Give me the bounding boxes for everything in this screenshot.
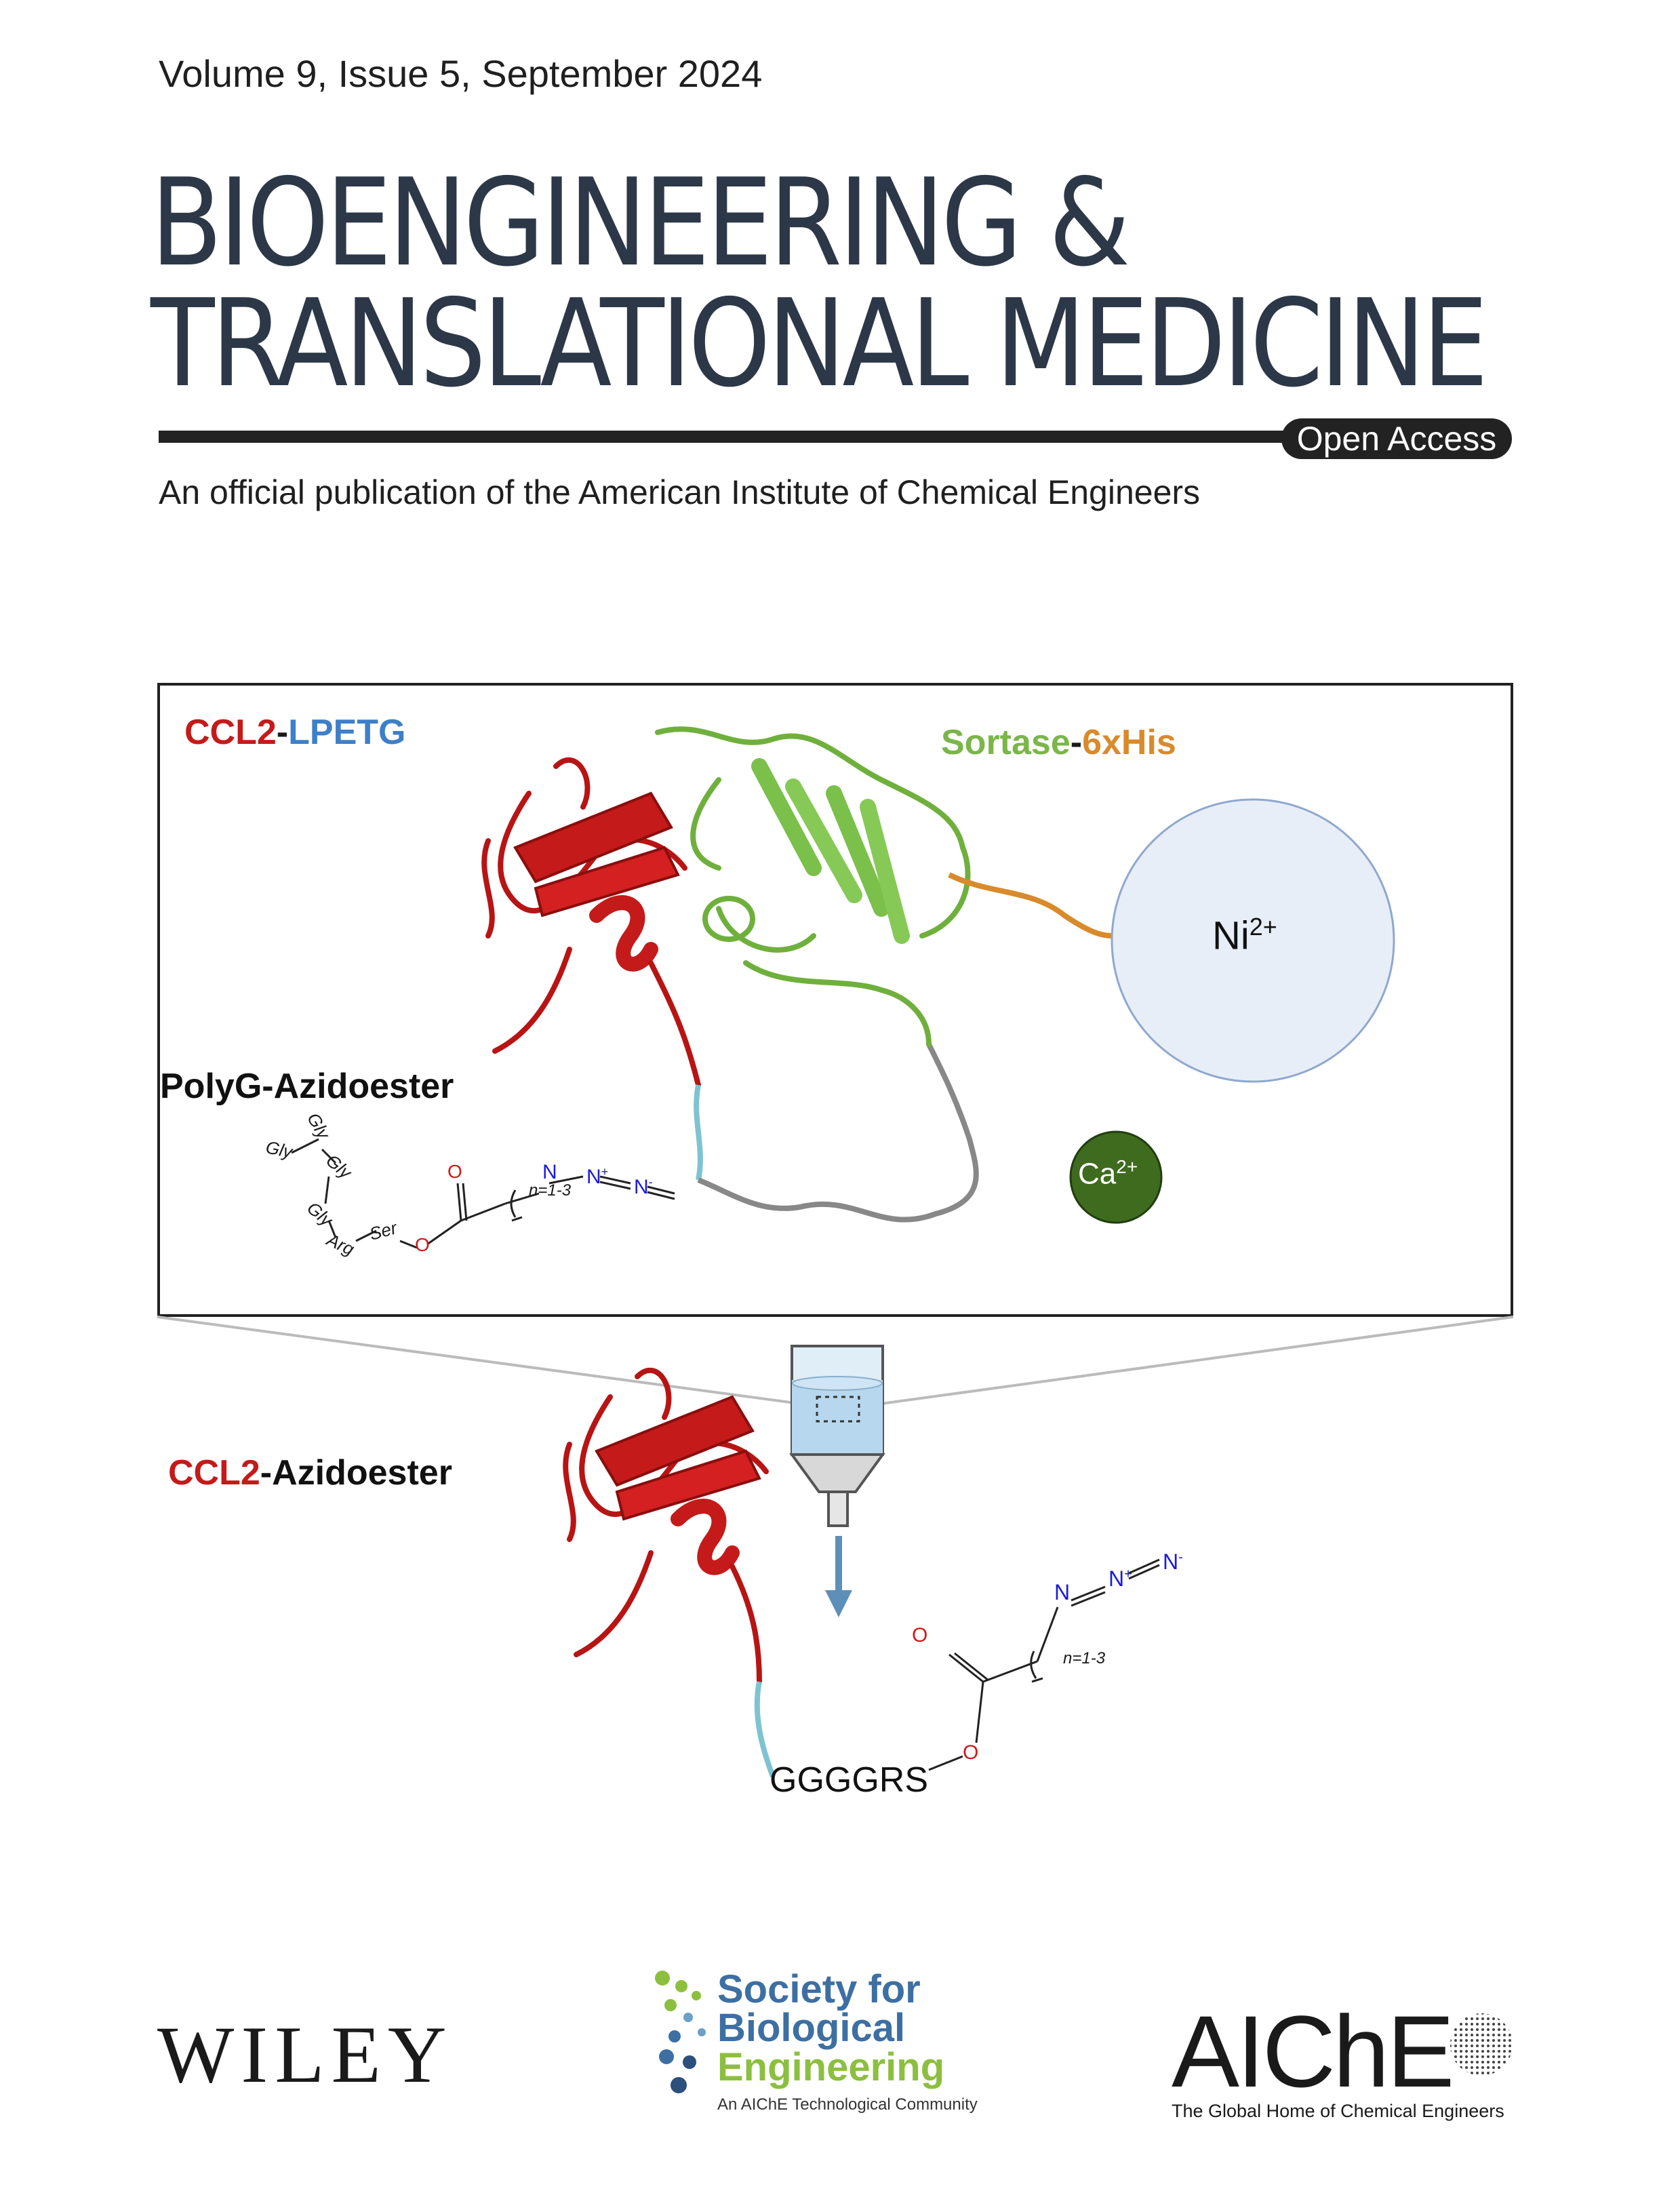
lpetg-text: LPETG [288,713,406,752]
ccl2-protein-bottom [563,1367,769,1684]
syringe-column [789,1345,885,1527]
title-rule [159,431,1284,443]
azidoester-product-text: -Azidoester [260,1453,452,1493]
aiche-tagline: The Global Home of Chemical Engineers [1172,2101,1504,2121]
bottom-azide-n2-charge: + [1124,1566,1132,1582]
n-range-bottom: n=1-3 [1063,1649,1106,1667]
aiche-globe-icon [1450,2013,1513,2076]
ggggrs-label: GGGGRS [770,1760,929,1800]
bottom-azide-n2: N+ [1108,1566,1132,1592]
azide-n3-charge: - [648,1175,653,1189]
ccl2-text: CCL2 [184,713,277,752]
sbe-line2: Biological [717,2006,906,2050]
sortase-text: Sortase [941,723,1071,762]
azide-n2: N+ [586,1165,608,1189]
wiley-logo: WILEY [157,2009,454,2099]
ca-base: Ca [1078,1157,1117,1191]
carbonyl-o: O [447,1161,462,1182]
polyg-label: PolyG-Azidoester [160,1067,454,1106]
bottom-ester-o: O [963,1741,979,1764]
aiche-logo: AIChE [1172,1994,1455,2108]
journal-title-line2: TRANSLATIONAL MEDICINE [151,273,1488,414]
bottom-azide-n3-base: N [1163,1549,1179,1574]
issue-info: Volume 9, Issue 5, September 2024 [159,52,763,95]
journal-title-line1: BIOENGINEERING & [151,153,1131,293]
flow-arrow [825,1536,852,1617]
publisher-line: An official publication of the American … [159,473,1201,511]
azide-n3-base: N [634,1176,649,1198]
ni-label: Ni2+ [1212,913,1277,958]
ni-charge: 2+ [1249,913,1277,941]
azide-n3: N- [634,1175,653,1199]
bottom-azide-n1: N [1054,1580,1071,1604]
ccl2-product-text: CCL2 [168,1453,260,1493]
ccl2-azidoester-label: CCL2-Azidoester [168,1453,452,1493]
bottom-azide-n3: N- [1163,1549,1183,1575]
n-range-top: n=1-3 [529,1181,572,1200]
projection-line-right [881,1316,1514,1405]
bottom-azide-n2-base: N [1108,1566,1125,1591]
dash-text-2: - [1070,723,1083,762]
figure-panel [157,683,1513,1317]
bottom-carbonyl-o: O [912,1624,928,1646]
ccl2-lpetg-label: CCL2-LPETG [184,712,405,753]
azide-n2-charge: + [601,1165,609,1179]
ca-label: Ca2+ [1078,1156,1138,1191]
sbe-subtitle: An AIChE Technological Community [717,2095,978,2114]
dash-text: - [276,713,289,752]
azide-n1: N [542,1161,557,1183]
ca-charge: 2+ [1116,1156,1138,1177]
sbe-dna-icon [655,1971,706,2093]
open-access-badge: Open Access [1281,418,1512,459]
ni-base: Ni [1212,913,1250,958]
ester-o: O [415,1234,430,1255]
his-text: 6xHis [1082,723,1176,762]
sbe-line1: Society for [717,1967,921,2011]
azide-n2-base: N [586,1166,601,1188]
bottom-azide-n3-charge: - [1178,1549,1183,1565]
sbe-line3: Engineering [717,2045,945,2089]
projection-line-left [157,1316,801,1405]
sortase-his-label: Sortase-6xHis [941,722,1176,763]
